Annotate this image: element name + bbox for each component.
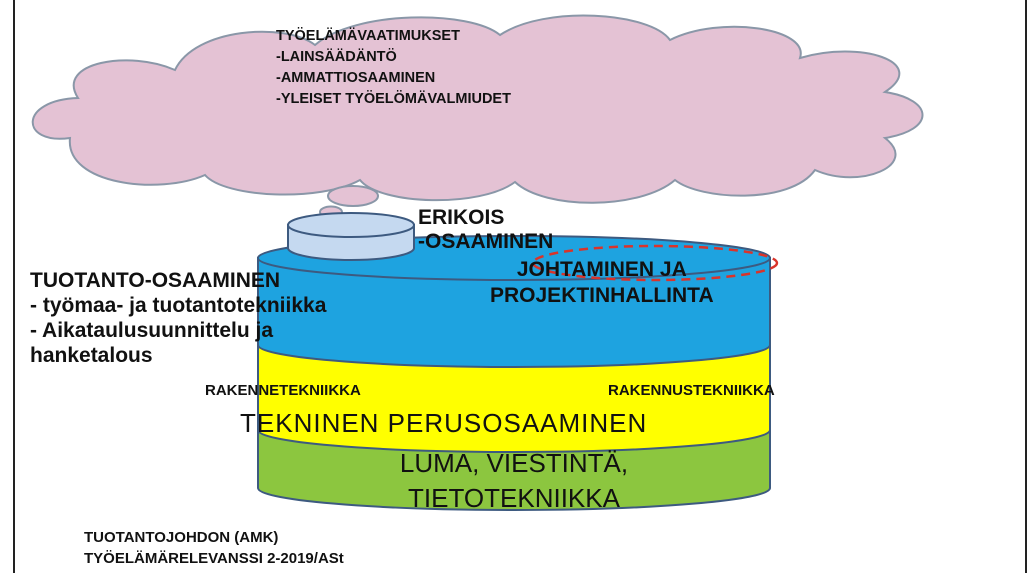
specialist-label-line2: -OSAAMINEN [418, 230, 553, 254]
foundation-line2: TIETOTEKNIIKKA [258, 481, 770, 516]
footer-line1: TUOTANTOJOHDON (AMK) [84, 527, 344, 548]
footer-line2: TYÖELÄMÄRELEVANSSI 2-2019/ASt [84, 548, 344, 569]
production-item-site-tech: - työmaa- ja tuotantotekniikka [30, 293, 326, 318]
leadership-line1: JOHTAMINEN JA [490, 257, 714, 283]
thought-bubble-large [328, 186, 378, 206]
cloud-item-legislation: -LAINSÄÄDÄNTÖ [276, 47, 511, 68]
cloud-item-professional-skills: -AMMATTIOSAAMINEN [276, 68, 511, 89]
production-skills: TUOTANTO-OSAAMINEN - työmaa- ja tuotanto… [30, 268, 326, 368]
cloud-text: TYÖELÄMÄVAATIMUKSET -LAINSÄÄDÄNTÖ -AMMAT… [276, 26, 511, 110]
specialist-cylinder-top [288, 213, 414, 237]
cloud-item-general-skills: -YLEISET TYÖELÖMÄVALMIUDET [276, 89, 511, 110]
building-engineering-label: RAKENNUSTEKNIIKKA [608, 382, 775, 399]
structural-engineering-label: RAKENNETEKNIIKKA [205, 382, 361, 399]
foundation-line1: LUMA, VIESTINTÄ, [258, 446, 770, 481]
cloud-title: TYÖELÄMÄVAATIMUKSET [276, 26, 511, 47]
foundation-label: LUMA, VIESTINTÄ, TIETOTEKNIIKKA [258, 446, 770, 516]
leadership-label: JOHTAMINEN JA PROJEKTINHALLINTA [490, 257, 714, 309]
leadership-line2: PROJEKTINHALLINTA [490, 283, 714, 309]
technical-basics-label: TEKNINEN PERUSOSAAMINEN [240, 409, 647, 439]
production-title: TUOTANTO-OSAAMINEN [30, 268, 326, 293]
specialist-label-line1: ERIKOIS [418, 206, 553, 230]
production-item-economics: hanketalous [30, 343, 326, 368]
production-item-scheduling: - Aikataulusuunnittelu ja [30, 318, 326, 343]
specialist-label: ERIKOIS -OSAAMINEN [418, 206, 553, 254]
footer-caption: TUOTANTOJOHDON (AMK) TYÖELÄMÄRELEVANSSI … [84, 527, 344, 569]
